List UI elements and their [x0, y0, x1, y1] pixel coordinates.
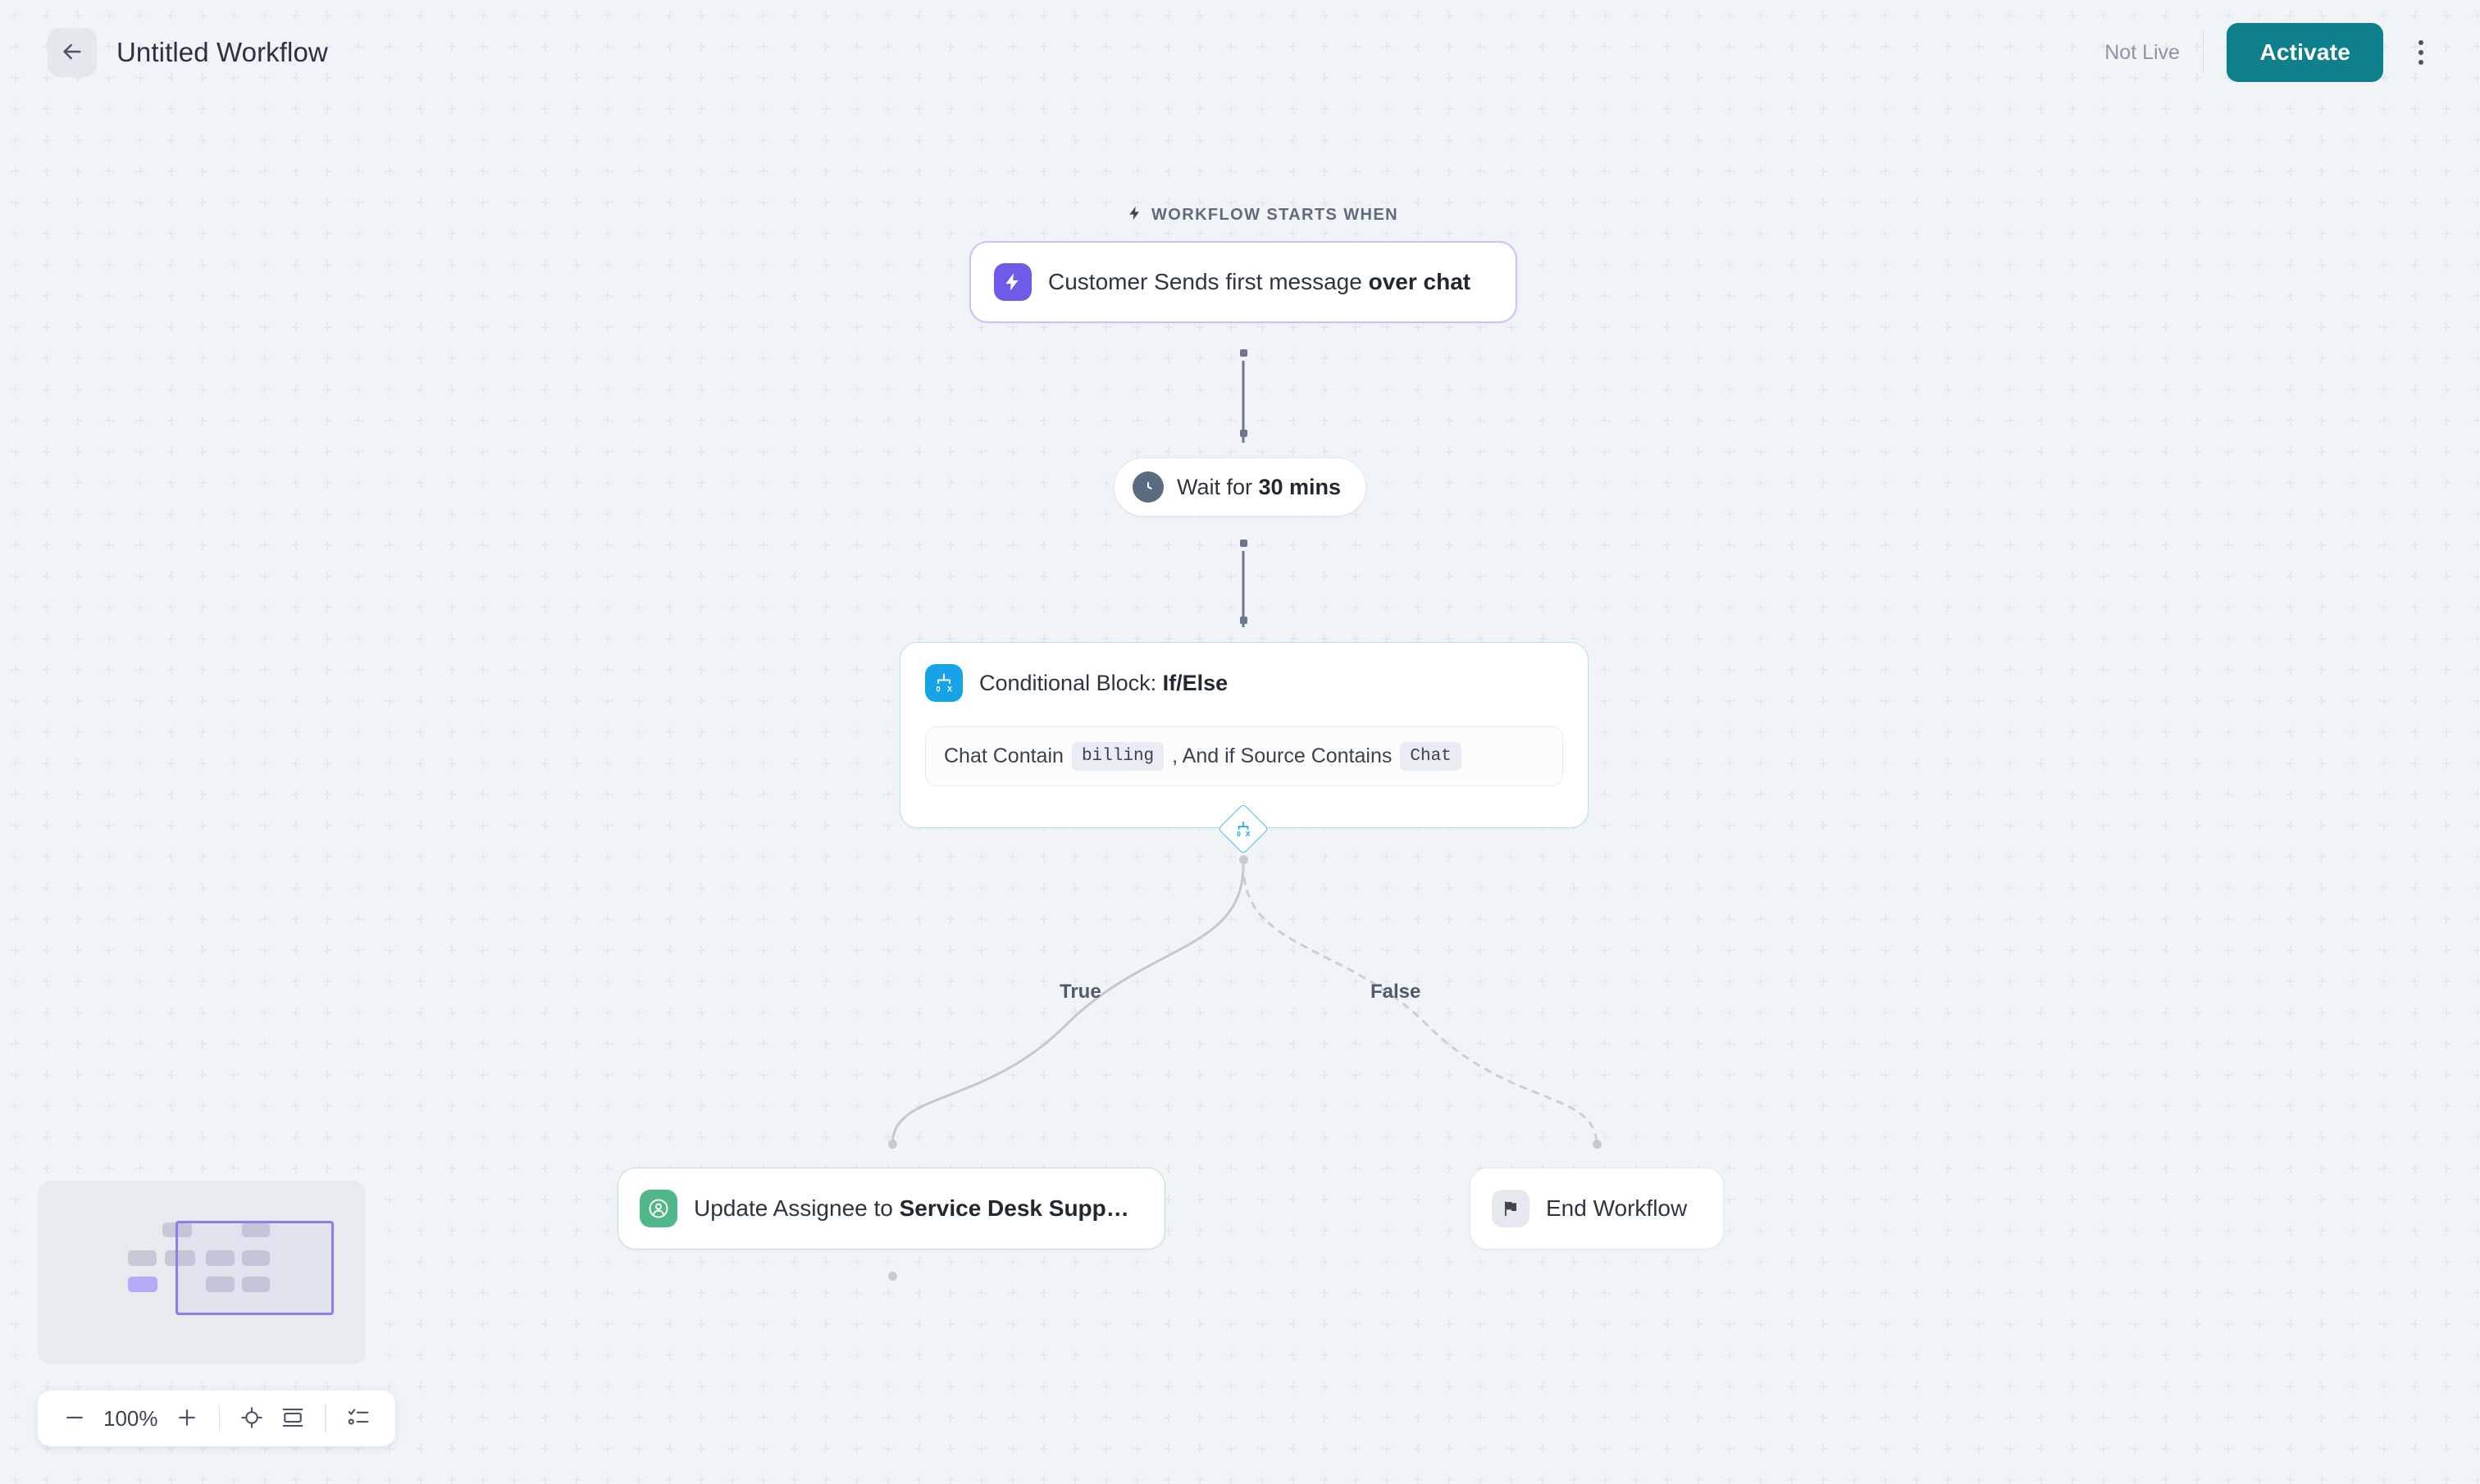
header-right-group: Not Live Activate — [2104, 23, 2444, 82]
clock-icon — [1133, 471, 1164, 503]
kebab-menu-icon[interactable] — [2398, 30, 2444, 75]
assignee-text-plain: Update Assignee to — [694, 1195, 900, 1221]
assignee-text-bold: Service Desk Supp… — [899, 1195, 1129, 1221]
node-wait[interactable]: Wait for 30 mins — [1114, 457, 1367, 517]
edge-label-false: False — [1370, 981, 1421, 1003]
checklist-button[interactable] — [338, 1399, 379, 1438]
branch-split-icon: 0 X — [1234, 820, 1252, 838]
node-trigger-label: Customer Sends first message over chat — [1048, 269, 1470, 295]
user-circle-icon — [640, 1190, 677, 1227]
handle-assignee-top[interactable] — [888, 1140, 897, 1149]
toolbar-divider — [325, 1404, 326, 1432]
trigger-section-label: WORKFLOW STARTS WHEN — [1127, 203, 1398, 227]
condition-token-billing: billing — [1071, 742, 1165, 771]
node-update-assignee[interactable]: Update Assignee to Service Desk Supp… — [618, 1168, 1165, 1250]
edge-label-true: True — [1060, 981, 1101, 1003]
canvas-toolbar: 100% — [38, 1391, 395, 1446]
condition-part2: , And if Source Contains — [1172, 744, 1393, 767]
trigger-section-label-text: WORKFLOW STARTS WHEN — [1151, 206, 1398, 224]
zoom-level-label: 100% — [103, 1405, 158, 1431]
minimap-node — [242, 1222, 270, 1237]
checklist-icon — [346, 1405, 371, 1432]
app-header: Untitled Workflow Not Live Activate — [0, 0, 2480, 105]
trigger-text-bold: over chat — [1368, 269, 1471, 294]
condition-row[interactable]: Chat Contain billing , And if Source Con… — [925, 726, 1563, 786]
crosshair-target-icon — [239, 1405, 264, 1432]
toolbar-divider — [218, 1404, 220, 1432]
svg-text:0: 0 — [1237, 831, 1241, 838]
branch-split-icon: 0 X — [925, 664, 963, 702]
conditional-title-plain: Conditional Block: — [979, 670, 1163, 695]
condition-part1: Chat Contain — [944, 744, 1064, 767]
svg-text:0: 0 — [936, 685, 940, 694]
handle-cond-top[interactable] — [1240, 617, 1247, 624]
minimap-node — [128, 1250, 157, 1266]
lightning-bolt-icon — [1127, 203, 1143, 227]
handle-trigger-bottom[interactable] — [1240, 349, 1247, 357]
node-conditional-title: Conditional Block: If/Else — [979, 671, 1228, 696]
zoom-in-button[interactable] — [166, 1399, 207, 1438]
svg-text:X: X — [947, 685, 953, 694]
handle-wait-bottom[interactable] — [1240, 539, 1247, 547]
minimap-node — [206, 1250, 235, 1266]
handle-end-top[interactable] — [1593, 1140, 1602, 1149]
node-end-workflow[interactable]: End Workflow — [1470, 1168, 1724, 1250]
minimap-node — [242, 1250, 270, 1266]
branch-handle[interactable]: 0 X — [1217, 803, 1270, 855]
minimap-viewport[interactable] — [176, 1221, 334, 1315]
trigger-text-plain: Customer Sends first message — [1048, 269, 1369, 294]
fit-view-button[interactable] — [231, 1399, 272, 1438]
minimap-node-active — [128, 1277, 157, 1292]
canvas-minimap[interactable] — [38, 1181, 366, 1364]
minimap-node — [242, 1277, 270, 1292]
condition-token-chat: Chat — [1400, 742, 1461, 771]
minimap-node — [206, 1277, 235, 1292]
flag-icon — [1492, 1190, 1529, 1227]
activate-button[interactable]: Activate — [2227, 23, 2383, 82]
header-left-group: Untitled Workflow — [48, 28, 328, 77]
node-trigger[interactable]: Customer Sends first message over chat — [969, 241, 1517, 323]
status-badge: Not Live — [2104, 40, 2180, 64]
fit-screen-icon — [280, 1405, 305, 1432]
lightning-bolt-icon — [994, 263, 1032, 301]
node-update-assignee-label: Update Assignee to Service Desk Supp… — [694, 1195, 1129, 1222]
conditional-header: 0 X Conditional Block: If/Else — [925, 664, 1563, 702]
wait-text-plain: Wait for — [1177, 474, 1259, 499]
fit-height-button[interactable] — [272, 1399, 313, 1438]
minimap-node — [165, 1250, 195, 1266]
handle-branch-bottom[interactable] — [1239, 855, 1248, 864]
handle-wait-top[interactable] — [1240, 430, 1247, 437]
header-divider — [2202, 31, 2204, 74]
conditional-title-bold: If/Else — [1162, 670, 1229, 695]
svg-text:X: X — [1246, 831, 1251, 838]
handle-assignee-bottom[interactable] — [888, 1272, 897, 1281]
arrow-left-icon — [59, 39, 85, 67]
wait-text-bold: 30 mins — [1258, 474, 1342, 499]
node-conditional[interactable]: 0 X Conditional Block: If/Else Chat Cont… — [900, 642, 1589, 828]
node-end-workflow-label: End Workflow — [1546, 1195, 1688, 1221]
minus-icon — [62, 1405, 87, 1432]
plus-icon — [175, 1405, 199, 1432]
node-wait-label: Wait for 30 mins — [1177, 475, 1341, 500]
back-button[interactable] — [48, 28, 97, 77]
zoom-out-button[interactable] — [54, 1399, 95, 1438]
page-title: Untitled Workflow — [116, 37, 328, 67]
